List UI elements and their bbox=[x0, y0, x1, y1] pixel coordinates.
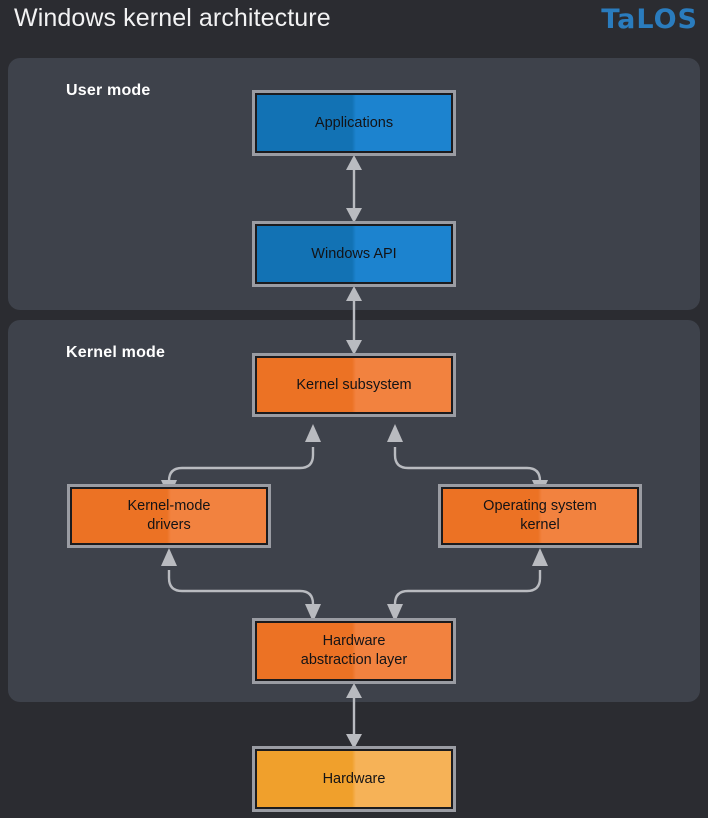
page-title: Windows kernel architecture bbox=[14, 4, 331, 32]
node-operating-system-kernel-label: Operating system kernel bbox=[443, 489, 637, 543]
node-windows-api-label: Windows API bbox=[257, 226, 451, 282]
node-kernel-subsystem-label: Kernel subsystem bbox=[257, 358, 451, 412]
node-applications[interactable]: Applications bbox=[252, 90, 456, 156]
node-kernel-subsystem[interactable]: Kernel subsystem bbox=[252, 353, 456, 417]
panel-label-kernel-mode: Kernel mode bbox=[66, 344, 166, 361]
node-hardware-label: Hardware bbox=[257, 751, 451, 807]
node-kernel-mode-drivers[interactable]: Kernel-mode drivers bbox=[67, 484, 271, 548]
node-kernel-mode-drivers-label: Kernel-mode drivers bbox=[72, 489, 266, 543]
node-hardware-abstraction-layer-label: Hardware abstraction layer bbox=[257, 623, 451, 679]
node-hardware-abstraction-layer[interactable]: Hardware abstraction layer bbox=[252, 618, 456, 684]
panel-label-user-mode: User mode bbox=[66, 82, 151, 99]
node-hardware[interactable]: Hardware bbox=[252, 746, 456, 812]
node-windows-api[interactable]: Windows API bbox=[252, 221, 456, 287]
talos-logo: TaLOS bbox=[601, 4, 698, 35]
node-applications-label: Applications bbox=[257, 95, 451, 151]
header: Windows kernel architecture TaLOS bbox=[0, 0, 708, 56]
node-operating-system-kernel[interactable]: Operating system kernel bbox=[438, 484, 642, 548]
